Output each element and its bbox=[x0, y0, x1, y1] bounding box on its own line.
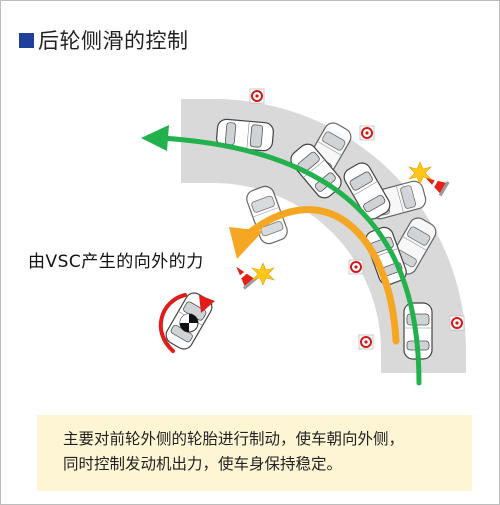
caption-line-2: 同时控制发动机出力，使车身保持稳定。 bbox=[63, 455, 343, 473]
title-square-icon bbox=[19, 32, 34, 48]
warning-sign-icon bbox=[249, 88, 265, 104]
rotation-arrow-icon bbox=[158, 293, 187, 353]
warning-sign-icon bbox=[359, 125, 375, 141]
spark-icon bbox=[408, 161, 432, 185]
page-title: 后轮侧滑的控制 bbox=[38, 29, 189, 53]
rotation-arrow-head bbox=[199, 295, 215, 313]
warning-sign-icon bbox=[358, 334, 374, 350]
caption-line-1: 主要对前轮外侧的轮胎进行制动，使车朝向外侧， bbox=[63, 430, 405, 448]
vsc-force-label: 由VSC产生的向外的力 bbox=[28, 252, 204, 272]
green-arrow-head bbox=[141, 125, 169, 151]
warning-sign-icon bbox=[348, 259, 364, 275]
traffic-cone-icon bbox=[230, 261, 258, 290]
caption-box: 主要对前轮外侧的轮胎进行制动，使车朝向外侧， 同时控制发动机出力，使车身保持稳定… bbox=[37, 415, 472, 491]
vsc-force-arrow-head bbox=[229, 227, 263, 259]
title-bar: 后轮侧滑的控制 bbox=[19, 25, 189, 55]
vsc-force-arrow bbox=[245, 206, 400, 345]
spark-icon bbox=[251, 262, 275, 286]
green-path-arrow bbox=[158, 135, 422, 386]
warning-sign-icon bbox=[449, 315, 465, 331]
